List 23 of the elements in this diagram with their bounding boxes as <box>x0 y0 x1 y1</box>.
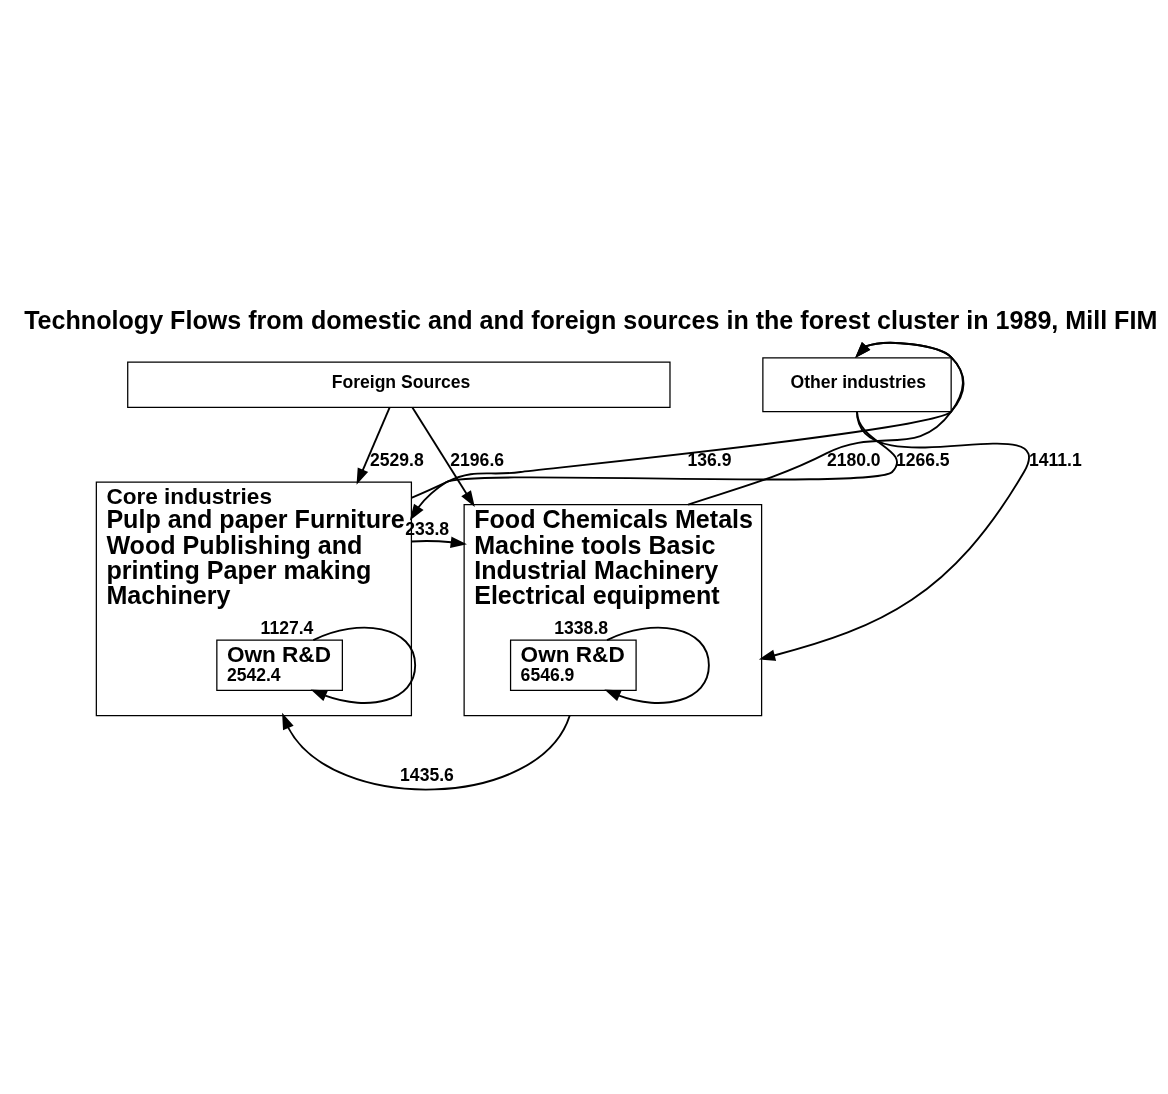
arrow <box>410 341 965 499</box>
node-box: Other industries <box>762 356 952 412</box>
arrow <box>410 536 467 548</box>
node-box: Foreign Sources <box>127 361 671 408</box>
arrow <box>758 410 1030 661</box>
node-box: Own R&D 2542.4 <box>216 639 343 691</box>
edge-label: 2529.8 <box>369 449 424 470</box>
edge-label: 1435.6 <box>400 764 454 785</box>
diagram-title: Technology Flows from domestic and and foreign sources in the forest cluster in 1989, Mill FIM <box>24 305 1158 334</box>
edge-label: 1127.4 <box>260 617 314 638</box>
node-box: Own R&D 6546.9 <box>509 639 637 691</box>
arrow <box>310 626 417 704</box>
edge-label: 2180.0 <box>826 449 881 470</box>
edge-label: 2196.6 <box>450 449 505 470</box>
edge-label: 1411.1 <box>1028 449 1082 470</box>
arrow <box>687 341 964 506</box>
edge-label: 1338.8 <box>554 617 609 638</box>
arrow <box>356 405 391 485</box>
arrow <box>604 626 710 704</box>
edge-label: 1266.5 <box>895 449 950 470</box>
arrow <box>411 405 475 507</box>
edge-label: 136.9 <box>687 449 732 470</box>
arrow <box>282 712 571 790</box>
